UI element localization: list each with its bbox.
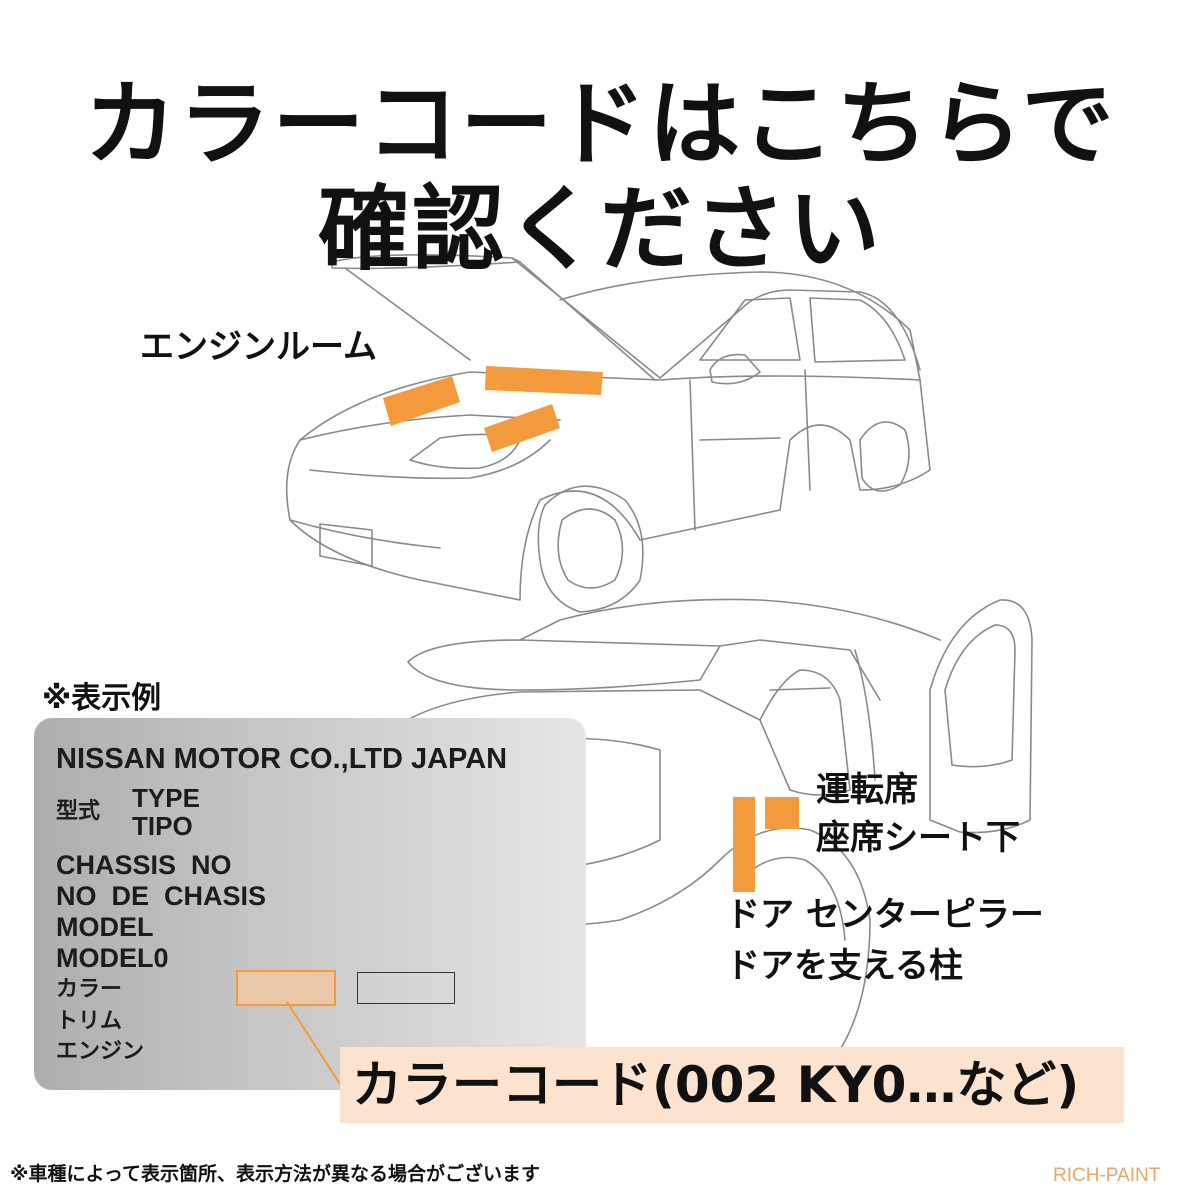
plate-type-es: TIPO xyxy=(132,811,193,841)
pillar-marker xyxy=(733,797,755,892)
page-title-line-1: カラーコードはこちらで xyxy=(84,71,1116,178)
highlight-group xyxy=(383,366,799,892)
color-code-box xyxy=(236,970,336,1006)
engine-marker-center xyxy=(485,366,603,395)
plate-type-en: TYPE xyxy=(132,783,200,813)
color-code-banner xyxy=(340,1047,1124,1123)
plate-engine: エンジン xyxy=(56,1039,145,1064)
plate-model-es: MODEL0 xyxy=(56,943,169,973)
example-label: ※表示例 xyxy=(42,681,162,716)
plate-chassis-es: NO DE CHASIS xyxy=(56,881,267,911)
engine-room-label: エンジンルーム xyxy=(140,327,377,367)
plate-model-en: MODEL xyxy=(56,912,154,942)
driver-seat-label: 運転席 xyxy=(816,770,918,810)
example-plate: NISSAN MOTOR CO.,LTD JAPAN 型式 TYPE TIPO … xyxy=(34,718,586,1090)
page-title-line-2: 確認ください xyxy=(317,176,882,283)
under-seat-label: 座席シート下 xyxy=(816,818,1020,858)
engine-marker-right xyxy=(484,404,560,452)
plate-trim: トリム xyxy=(56,1009,123,1034)
engine-marker-left xyxy=(383,376,460,426)
plate-maker: NISSAN MOTOR CO.,LTD JAPAN xyxy=(56,743,508,775)
brand-logo: RICH-PAINT xyxy=(1053,1165,1161,1186)
seat-marker xyxy=(765,797,799,829)
plate-type-jp: 型式 xyxy=(56,799,101,824)
center-pillar-label: ドア センターピラー xyxy=(726,895,1044,935)
trim-code-box xyxy=(357,972,455,1004)
front-car-drawing xyxy=(285,254,931,613)
footnote: ※車種によって表示箇所、表示方法が異なる場合がございます xyxy=(10,1163,540,1185)
plate-chassis-en: CHASSIS NO xyxy=(56,850,232,880)
color-code-text: カラーコード(002 KY0…など) xyxy=(352,1056,1080,1114)
plate-color: カラー xyxy=(56,977,123,1002)
pillar-desc-label: ドアを支える柱 xyxy=(726,946,963,986)
